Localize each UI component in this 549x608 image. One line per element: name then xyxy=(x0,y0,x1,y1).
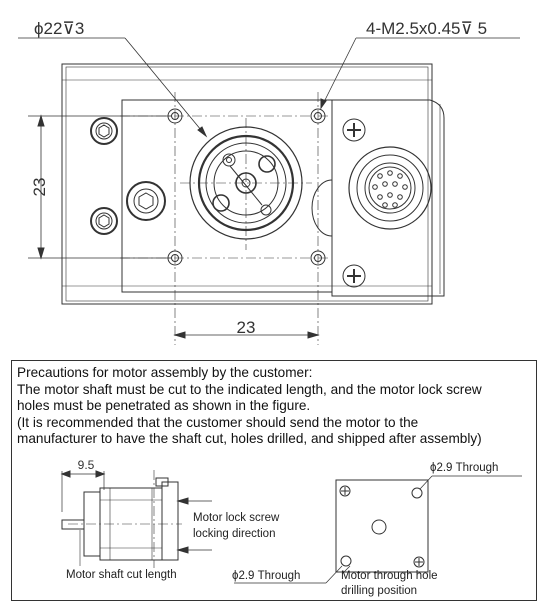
circular-connector xyxy=(348,146,432,230)
left-screw-middle xyxy=(126,181,166,221)
vertical-dimension: 23 xyxy=(30,178,49,197)
notes-line-4: (It is recommended that the customer sho… xyxy=(17,414,419,430)
end-screw-br xyxy=(413,556,425,568)
cut-length-dimension: 9.5 xyxy=(78,458,95,472)
drilling-position-label-1: Motor through hole xyxy=(341,570,438,582)
notes-box xyxy=(11,360,537,601)
screw-direction-label-2: locking direction xyxy=(193,528,276,540)
notes-line-3: holes must be penetrated as shown in the… xyxy=(17,398,311,414)
drilling-position-label-2: drilling position xyxy=(341,585,418,597)
end-screw-tl xyxy=(339,485,351,497)
bore-callout: ϕ22⊽3 xyxy=(34,19,84,38)
shaft-cut-label: Motor shaft cut length xyxy=(66,569,177,581)
top-assembly-view xyxy=(18,37,520,345)
notes-line-2: The motor shaft must be cut to the indic… xyxy=(17,381,482,397)
left-screw-bottom xyxy=(90,207,118,235)
connector-screw-top xyxy=(342,118,366,142)
motor-end-view xyxy=(234,475,522,584)
through-hole-tr xyxy=(411,487,423,499)
through-hole-bottom-label: ϕ2.9 Through xyxy=(232,570,301,582)
screw-direction-label-1: Motor lock screw xyxy=(193,512,280,524)
left-screw-top xyxy=(90,117,118,145)
notes-line-5: manufacturer to have the shaft cut, hole… xyxy=(17,431,482,447)
thread-callout: 4-M2.5x0.45⊽ 5 xyxy=(366,19,487,38)
notes-text: Precautions for motor assembly by the cu… xyxy=(17,365,537,448)
notes-line-1: Precautions for motor assembly by the cu… xyxy=(17,365,313,380)
motor-side-view xyxy=(60,470,212,568)
connector-screw-bottom xyxy=(342,264,366,288)
through-hole-bl xyxy=(340,555,352,567)
through-hole-top-label: ϕ2.9 Through xyxy=(430,462,499,474)
horizontal-dimension: 23 xyxy=(237,318,256,337)
